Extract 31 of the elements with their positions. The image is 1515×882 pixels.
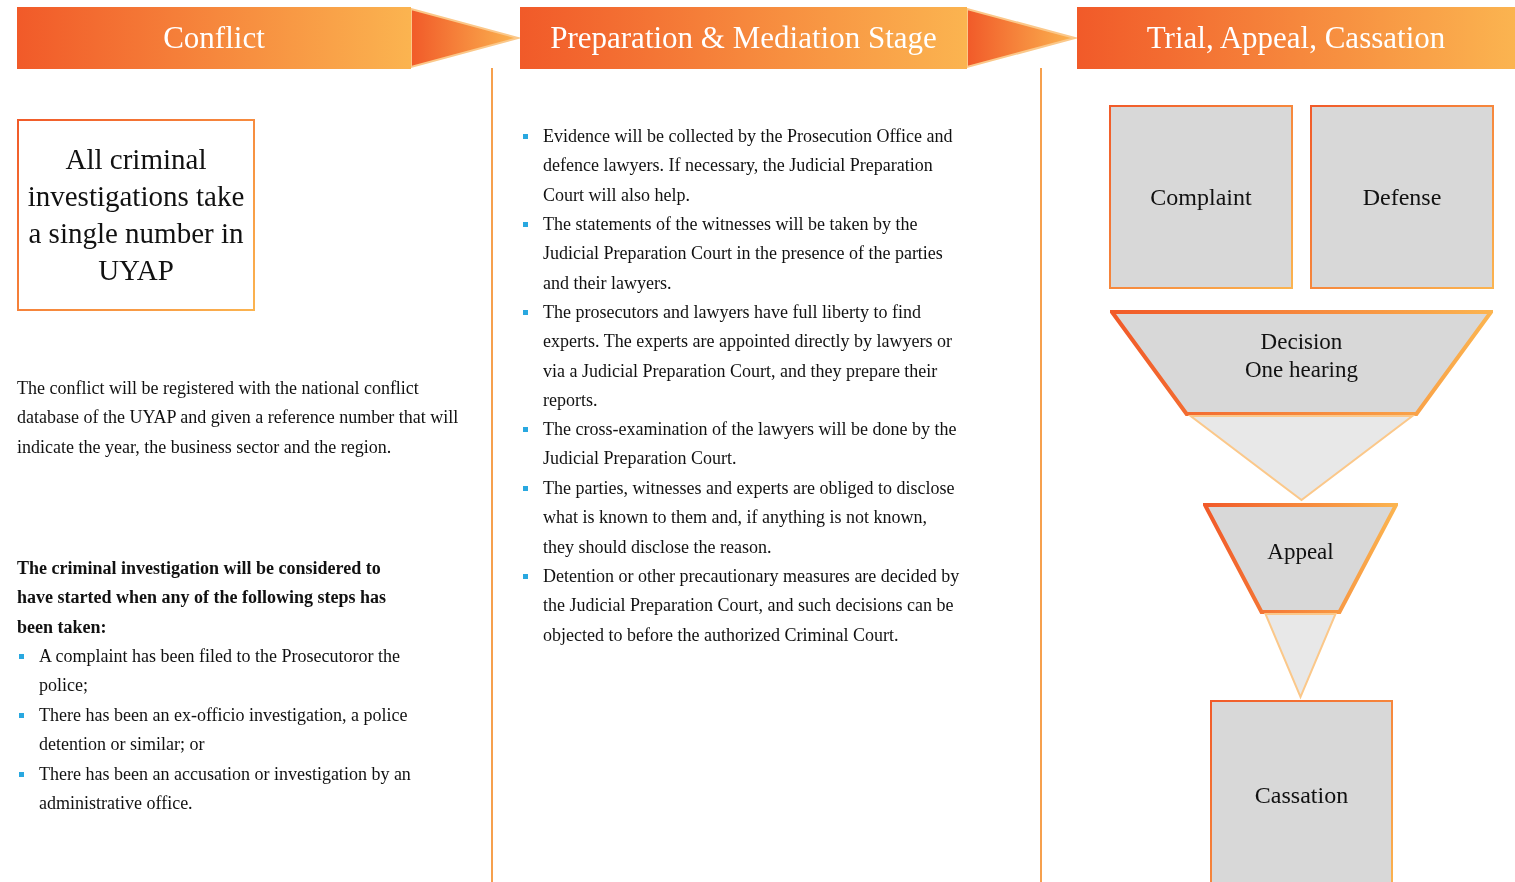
down-arrow (1187, 415, 1416, 502)
process-box (1310, 105, 1494, 289)
bullet-item: Detention or other precautionary measures are decided by the Judicial Preparation Court, and such decisions can be objected to before the authorized Criminal Court. (521, 562, 961, 650)
chevron-arrow (410, 7, 522, 69)
chevron-arrow (966, 7, 1079, 69)
bullet-item: There has been an ex-officio investigation, a police detention or similar; or (17, 701, 417, 760)
bullet-item: Evidence will be collected by the Prosecution Office and defence lawyers. If necessary, the Judicial Preparation Court will also help. (521, 122, 961, 210)
bold-heading: The criminal investigation will be considered to have started when any of the following steps has been taken: (17, 557, 388, 639)
bullet-item: The cross-examination of the lawyers will be done by the Judicial Preparation Court. (521, 415, 971, 474)
process-box (1109, 105, 1293, 289)
bullet-item: There has been an accusation or investigation by an administrative office. (17, 760, 417, 819)
bullet-item: The prosecutors and lawyers have full liberty to find experts. The experts are appointed directly by lawyers or via a Judicial Preparation Court, and they prepare their reports. (521, 298, 961, 416)
box-text: All criminal investigations take a single number in UYAP (26, 142, 246, 288)
shape-text: Appeal (1267, 537, 1334, 566)
box-text: Cassation (1254, 781, 1349, 809)
box-text: Complaint (1150, 183, 1252, 211)
box-text: Defense (1362, 183, 1442, 211)
stage-title: Conflict (163, 20, 265, 56)
stage-title: Trial, Appeal, Cassation (1146, 20, 1446, 56)
stage-title: Preparation & Mediation Stage (550, 20, 937, 56)
shape-text: One hearing (1244, 356, 1358, 384)
bullet-item: A complaint has been filed to the Prosecutoror the police; (17, 642, 417, 701)
info-box (17, 119, 255, 311)
funnel-shape (1203, 503, 1398, 614)
down-arrow (1264, 613, 1337, 700)
bullet-item: The parties, witnesses and experts are obliged to disclose what is known to them and, if anything is not known, they should disclose the reason. (521, 474, 961, 562)
funnel-shape (1110, 310, 1493, 416)
paragraph: The conflict will be registered with the national conflict database of the UYAP and given a reference number that will indicate the year, the business sector and the region. (17, 377, 460, 459)
process-box (1210, 700, 1393, 882)
shape-text: Decision (1260, 328, 1343, 356)
bullet-item: The statements of the witnesses will be taken by the Judicial Preparation Court in the presence of the parties and their lawyers. (521, 210, 961, 298)
